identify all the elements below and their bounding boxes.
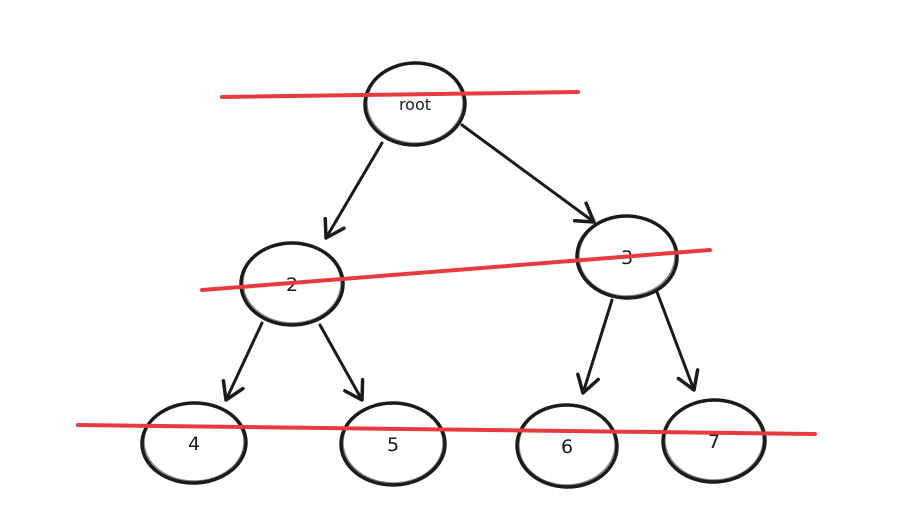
level-lines-layer (76, 90, 817, 436)
node-label-2: 2 (286, 274, 298, 296)
node-label-6: 6 (561, 436, 573, 458)
edge-arrow-2-to-4 (221, 321, 264, 402)
level-line-3 (76, 423, 817, 436)
edge-arrow-root-to-2 (323, 141, 384, 240)
node-circle-overstroke-6 (518, 404, 616, 486)
edge-arrow-3-to-6 (576, 298, 614, 395)
edge-arrow-3-to-7 (655, 290, 700, 392)
edges-layer (221, 123, 700, 402)
level-line-2 (200, 248, 712, 292)
node-label-7: 7 (708, 431, 720, 453)
node-circle-overstroke-3 (578, 215, 676, 297)
edge-arrow-2-to-5 (318, 323, 365, 402)
node-circle-overstroke-5 (342, 402, 444, 484)
node-label-5: 5 (387, 434, 399, 456)
tree-node-6: 6 (515, 403, 619, 489)
node-circle-overstroke-2 (242, 242, 342, 324)
node-circle-overstroke-7 (664, 399, 764, 481)
tree-node-root: root (363, 61, 467, 147)
tree-node-7: 7 (661, 398, 767, 484)
node-circle-overstroke-root (366, 62, 464, 144)
tree-node-5: 5 (339, 401, 447, 487)
node-label-root: root (399, 95, 431, 114)
tree-node-4: 4 (140, 401, 248, 485)
node-label-4: 4 (188, 433, 200, 455)
node-circle-overstroke-4 (143, 402, 245, 482)
edge-arrow-root-to-3 (460, 123, 596, 224)
level-line-1 (220, 90, 580, 99)
